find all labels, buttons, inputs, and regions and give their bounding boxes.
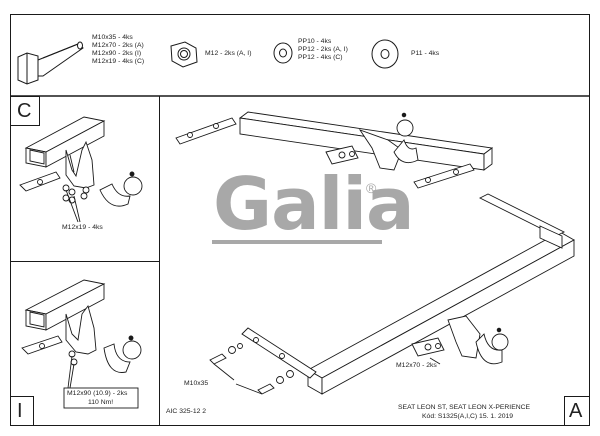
washer-label-1: PP10 - 4ks [298, 38, 332, 45]
panel-i [10, 262, 160, 426]
nut-label: M12 - 2ks (A, I) [205, 50, 252, 57]
washer-icon [273, 42, 293, 64]
nut-icon [170, 41, 198, 68]
panel-i-callout-2: 110 Nm! [88, 399, 114, 406]
vehicle-name: SEAT LEON ST, SEAT LEON X-PERIENCE [398, 404, 531, 411]
drawing-code: AIC 325-12 2 [166, 408, 207, 415]
bolt-label-3: M12x90 - 2ks (I) [92, 50, 142, 57]
panel-c [10, 96, 160, 262]
panel-i-letter: I [17, 400, 23, 422]
panel-c-letter: C [17, 100, 32, 122]
panel-c-letter-box [10, 96, 40, 126]
panel-a-letter: A [569, 400, 583, 422]
washer-label-2: PP12 - 2ks (A, I) [298, 46, 348, 53]
bolt-label-1: M10x35 - 4ks [92, 34, 133, 41]
plate-washer-icon [371, 39, 399, 69]
bolt-icon [17, 41, 84, 85]
panel-i-letter-box [10, 396, 34, 426]
washer-label-3: PP12 - 4ks (C) [298, 54, 343, 61]
product-code: Kód: S1325(A,I,C) 15. 1. 2019 [422, 413, 514, 420]
plate-label: P11 - 4ks [411, 50, 440, 57]
main-callout-m10x35: M10x35 [184, 380, 209, 387]
panel-i-callout-1: M12x90 (10.9) - 2ks [67, 390, 128, 397]
bolt-label-4: M12x19 - 4ks (C) [92, 58, 145, 65]
main-callout-m12x70: M12x70 - 2ks [396, 362, 437, 369]
logo-underline [212, 240, 382, 244]
panel-a-letter-box [564, 396, 590, 426]
galia-logo: Galia [213, 162, 415, 246]
registered-mark: ® [366, 180, 377, 196]
bolt-label-2: M12x70 - 2ks (A) [92, 42, 144, 49]
panel-c-callout: M12x19 - 4ks [62, 224, 103, 231]
